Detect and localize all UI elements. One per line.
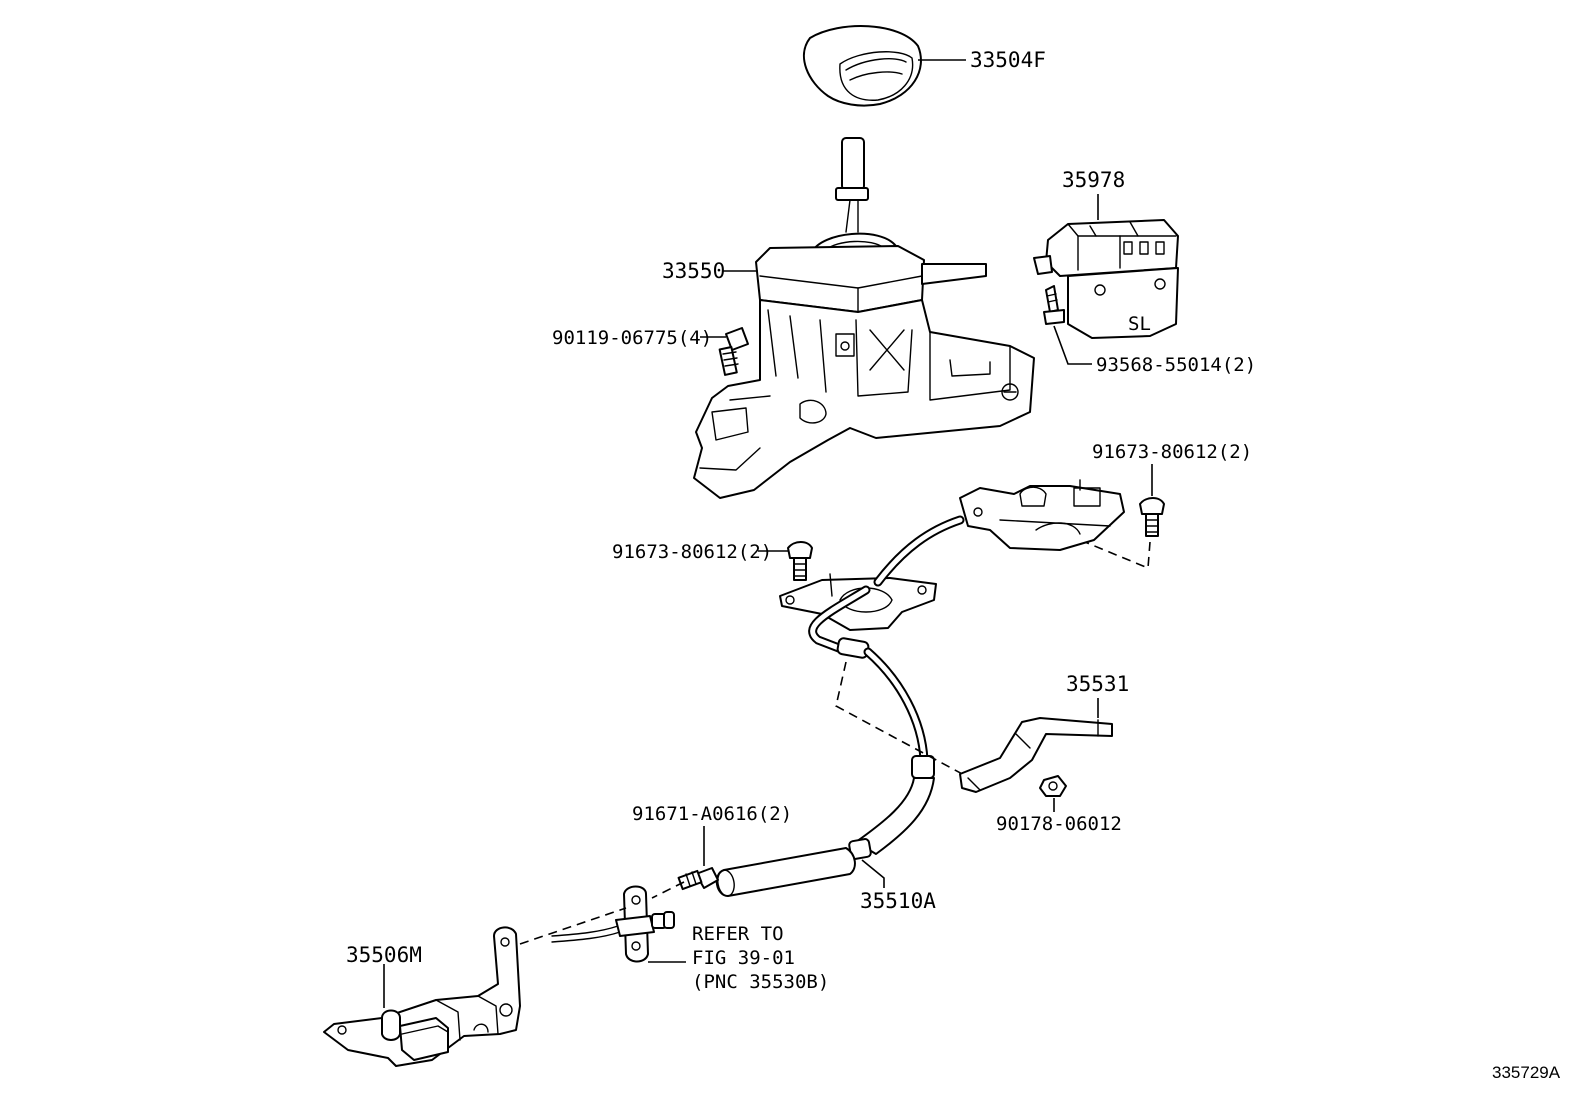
- label-35506M: 35506M: [346, 943, 422, 967]
- refer-text-2: FIG 39-01: [692, 947, 795, 969]
- control-bracket-35506M[interactable]: [323, 926, 521, 1067]
- label-33550: 33550: [662, 259, 725, 283]
- label-90178: 90178-06012: [996, 813, 1122, 835]
- leader-35510A: [861, 859, 885, 888]
- label-91671: 91671-A0616(2): [632, 803, 792, 825]
- cable-mount-plate[interactable]: [779, 573, 937, 631]
- nut-90178[interactable]: [1039, 775, 1067, 797]
- dashed-line-cable-bracket: [835, 661, 967, 777]
- label-90119: 90119-06775(4): [552, 327, 712, 349]
- label-35978: 35978: [1062, 168, 1125, 192]
- refer-text-3: (PNC 35530B): [692, 971, 829, 993]
- sl-mark: SL: [1128, 313, 1151, 335]
- cable-upper-bracket[interactable]: [959, 479, 1125, 551]
- screw-93568[interactable]: [1043, 285, 1065, 325]
- shift-lever-assembly[interactable]: [693, 137, 1035, 499]
- leader-93568: [1053, 325, 1092, 365]
- label-33504F: 33504F: [970, 48, 1046, 72]
- bolt-91671[interactable]: [677, 867, 719, 891]
- shift-lock-switch[interactable]: SL: [1033, 219, 1179, 339]
- cable-bracket-35531[interactable]: [959, 717, 1113, 793]
- dashed-line-91673-right: [1079, 539, 1151, 570]
- dashed-line-35506M: [519, 907, 627, 945]
- figure-id: 335729A: [1492, 1063, 1561, 1082]
- shift-control-cable[interactable]: [551, 515, 965, 943]
- label-35531: 35531: [1066, 672, 1129, 696]
- refer-text-1: REFER TO: [692, 923, 784, 945]
- label-91673-right: 91673-80612(2): [1092, 441, 1252, 463]
- label-91673-left: 91673-80612(2): [612, 541, 772, 563]
- dashed-line-91671: [651, 881, 685, 899]
- bolt-91673-right[interactable]: [1139, 497, 1165, 537]
- shift-knob[interactable]: [803, 25, 922, 107]
- cable-end-plate[interactable]: [615, 885, 675, 963]
- label-35510A: 35510A: [860, 889, 936, 913]
- bolt-91673-left[interactable]: [787, 541, 813, 581]
- label-93568: 93568-55014(2): [1096, 354, 1256, 376]
- bolt-90119[interactable]: [718, 327, 749, 376]
